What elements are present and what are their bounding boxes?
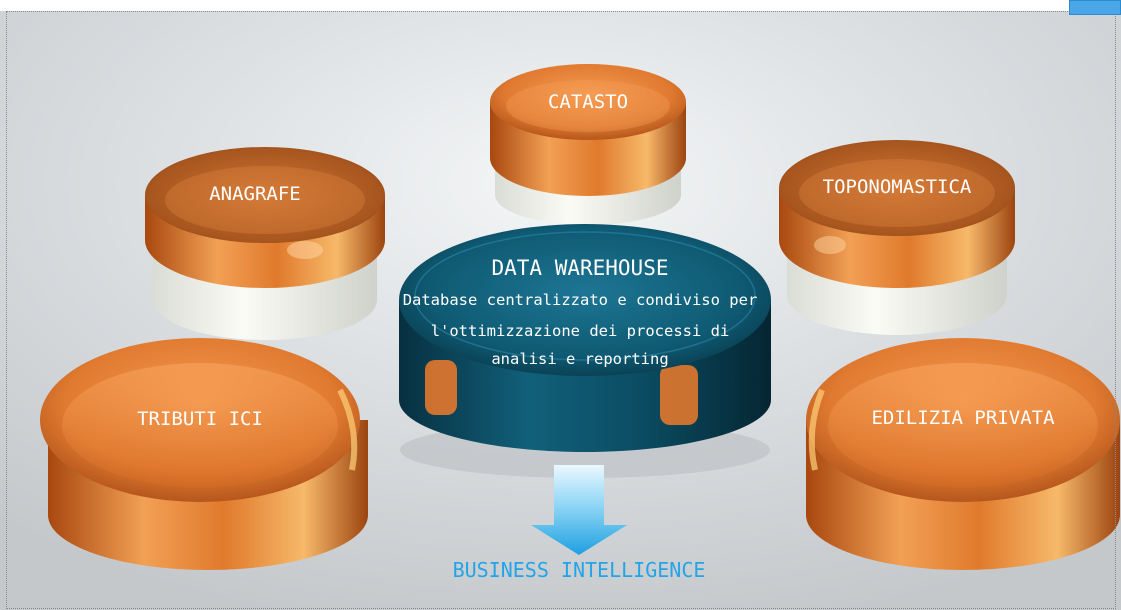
node-anagrafe: ANAGRAFE bbox=[145, 147, 385, 340]
node-catasto: CATASTO bbox=[490, 64, 686, 225]
hub-desc-line-3: analisi e reporting bbox=[491, 350, 668, 368]
business-intelligence-label: BUSINESS INTELLIGENCE bbox=[453, 558, 706, 582]
node-edilizia: EDILIZIA PRIVATA bbox=[806, 338, 1120, 570]
hub-desc-line-1: Database centralizzato e condiviso per bbox=[403, 291, 758, 309]
node-tributi: TRIBUTI ICI bbox=[40, 338, 368, 570]
node-toponomastica: TOPONOMASTICA bbox=[779, 140, 1015, 335]
node-toponomastica-label: TOPONOMASTICA bbox=[823, 176, 972, 198]
corner-tab bbox=[1069, 0, 1121, 15]
node-tributi-label: TRIBUTI ICI bbox=[137, 408, 263, 430]
node-edilizia-label: EDILIZIA PRIVATA bbox=[871, 407, 1055, 429]
hub-data-warehouse: DATA WAREHOUSE Database centralizzato e … bbox=[399, 224, 771, 478]
node-catasto-label: CATASTO bbox=[548, 91, 628, 113]
hub-title: DATA WAREHOUSE bbox=[491, 256, 668, 280]
down-arrow-icon bbox=[531, 465, 627, 555]
hub-desc-line-2: l'ottimizzazione dei processi di bbox=[431, 322, 730, 340]
node-anagrafe-label: ANAGRAFE bbox=[209, 183, 301, 205]
